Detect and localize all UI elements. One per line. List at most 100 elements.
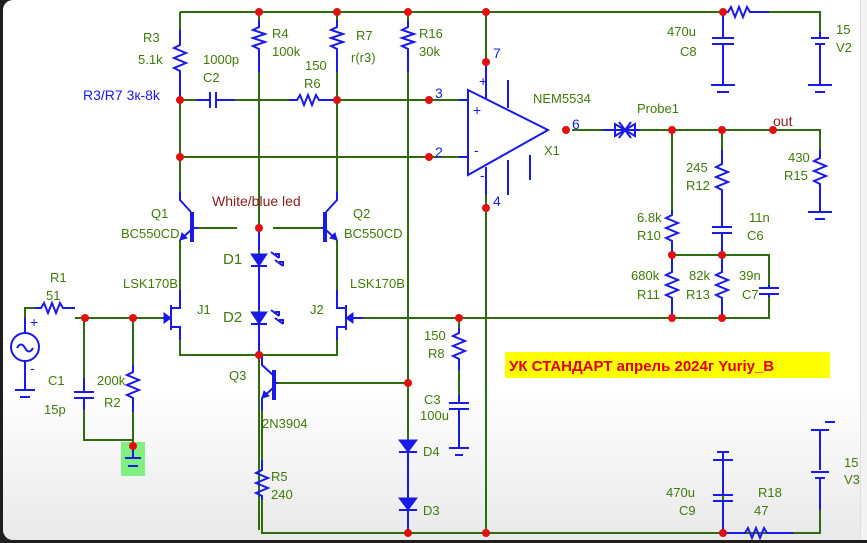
label-r5-name: R5	[271, 469, 288, 484]
label-r7-value: r(r3)	[351, 50, 376, 65]
nodes	[81, 8, 777, 537]
resistor-r11	[663, 255, 681, 318]
opamp-x1	[459, 62, 551, 195]
pin-3: 3	[435, 85, 443, 101]
label-r3-value: 5.1k	[138, 52, 163, 67]
label-c9-name: C9	[679, 503, 696, 518]
label-d4: D4	[423, 444, 440, 459]
opamp-supply-plus: +	[479, 73, 487, 89]
label-c6-value: 11n	[749, 210, 770, 225]
label-r6-name: R6	[304, 76, 321, 91]
label-r10-name: R10	[637, 228, 661, 243]
label-c9-value: 470u	[666, 485, 695, 500]
pin-6: 6	[572, 116, 580, 132]
label-x1-name: X1	[544, 143, 560, 158]
transistor-q3	[261, 355, 278, 410]
label-c8-value: 470u	[667, 24, 696, 39]
resistor-r1	[35, 300, 75, 316]
label-r15-name: R15	[784, 168, 808, 183]
resistor-r7	[327, 20, 347, 72]
label-q2-value: BC550CD	[344, 226, 403, 241]
transistor-q2	[321, 192, 338, 242]
capacitor-c2	[196, 92, 235, 108]
label-v3-value: 15	[844, 455, 858, 470]
resistor-r16	[398, 20, 418, 72]
capacitor-c1	[74, 378, 94, 410]
label-r3-name: R3	[143, 30, 160, 45]
capacitor-c9	[713, 452, 733, 533]
resistor-r2	[124, 365, 142, 412]
label-r2-name: R2	[104, 395, 121, 410]
label-probe1: Probe1	[637, 101, 679, 116]
battery-v3	[811, 421, 835, 510]
note-led: White/blue led	[212, 193, 301, 209]
resistor-r8	[450, 328, 468, 370]
label-j1-name: J1	[197, 302, 211, 317]
resistor-r15	[808, 150, 832, 220]
label-r5-value: 240	[271, 487, 293, 502]
label-q3-name: Q3	[229, 368, 246, 383]
resistor-r3	[171, 30, 189, 100]
label-c2-name: C2	[203, 70, 220, 85]
label-c3-name: C3	[424, 392, 441, 407]
label-r18-value: 47	[754, 503, 768, 518]
label-v2-name: V2	[836, 40, 852, 55]
label-j1-value: LSK170B	[123, 276, 178, 291]
label-c1-name: C1	[48, 373, 65, 388]
label-c1-value: 15p	[44, 402, 66, 417]
label-d3: D3	[423, 503, 440, 518]
label-r2-value: 200k	[97, 373, 126, 388]
label-q2-name: Q2	[353, 206, 370, 221]
labels: R3 5.1k R3/R7 3к-8k 1000p C2 R4 100k 150…	[30, 22, 860, 518]
label-c6-name: C6	[747, 228, 764, 243]
label-r16-value: 30k	[419, 44, 440, 59]
battery-v2	[808, 32, 832, 93]
label-r4-value: 100k	[272, 44, 301, 59]
title-banner-bg	[505, 352, 830, 378]
probe1	[603, 121, 640, 139]
label-d1: D1	[223, 251, 242, 268]
vertical-scrollbar[interactable]	[860, 0, 867, 540]
label-r11-value: 680k	[631, 268, 660, 283]
label-r16-name: R16	[419, 26, 443, 41]
note-r3-r7: R3/R7 3к-8k	[83, 87, 161, 103]
label-x1-value: NEM5534	[533, 91, 591, 106]
resistor-r5	[253, 460, 271, 500]
label-r6-value: 150	[305, 58, 327, 73]
label-r1-name: R1	[50, 270, 67, 285]
schematic: R3 5.1k R3/R7 3к-8k 1000p C2 R4 100k 150…	[10, 4, 860, 540]
label-r10-value: 6.8k	[637, 210, 662, 225]
label-r13-value: 82k	[689, 268, 710, 283]
capacitor-c6	[712, 222, 732, 255]
label-r18-name: R18	[758, 485, 782, 500]
title-banner: УК СТАНДАРТ апрель 2024г Yuriy_B	[509, 358, 774, 375]
resistor-r4	[249, 20, 269, 72]
opamp-input-minus: -	[474, 142, 479, 158]
label-c3-value: 100u	[420, 408, 449, 423]
label-c2-value: 1000p	[203, 52, 239, 67]
label-r11-name: R11	[637, 287, 660, 302]
label-r8-name: R8	[428, 346, 445, 361]
schematic-canvas[interactable]: R3 5.1k R3/R7 3к-8k 1000p C2 R4 100k 150…	[3, 0, 867, 540]
source-plus: +	[30, 314, 38, 330]
resistor-top-right	[719, 4, 769, 20]
pin-2: 2	[435, 144, 443, 160]
net-label-out: out	[773, 113, 793, 129]
label-r12-value: 245	[686, 160, 708, 175]
label-c7-value: 39n	[739, 268, 761, 283]
capacitor-c8	[711, 12, 735, 93]
capacitor-c3	[449, 395, 469, 456]
label-q1-name: Q1	[151, 206, 168, 221]
label-r12-name: R12	[686, 178, 710, 193]
opamp-supply-minus: -	[480, 167, 485, 183]
label-c7-name: C7	[742, 287, 759, 302]
label-j2-value: LSK170B	[350, 276, 405, 291]
label-r15-value: 430	[788, 150, 810, 165]
label-q1-value: BC550CD	[121, 226, 180, 241]
label-j2-name: J2	[310, 302, 324, 317]
pin-7: 7	[493, 45, 501, 61]
resistor-r10	[663, 210, 681, 255]
resistor-r13	[713, 255, 731, 318]
transistor-q1	[179, 192, 198, 242]
label-r13-name: R13	[686, 287, 710, 302]
